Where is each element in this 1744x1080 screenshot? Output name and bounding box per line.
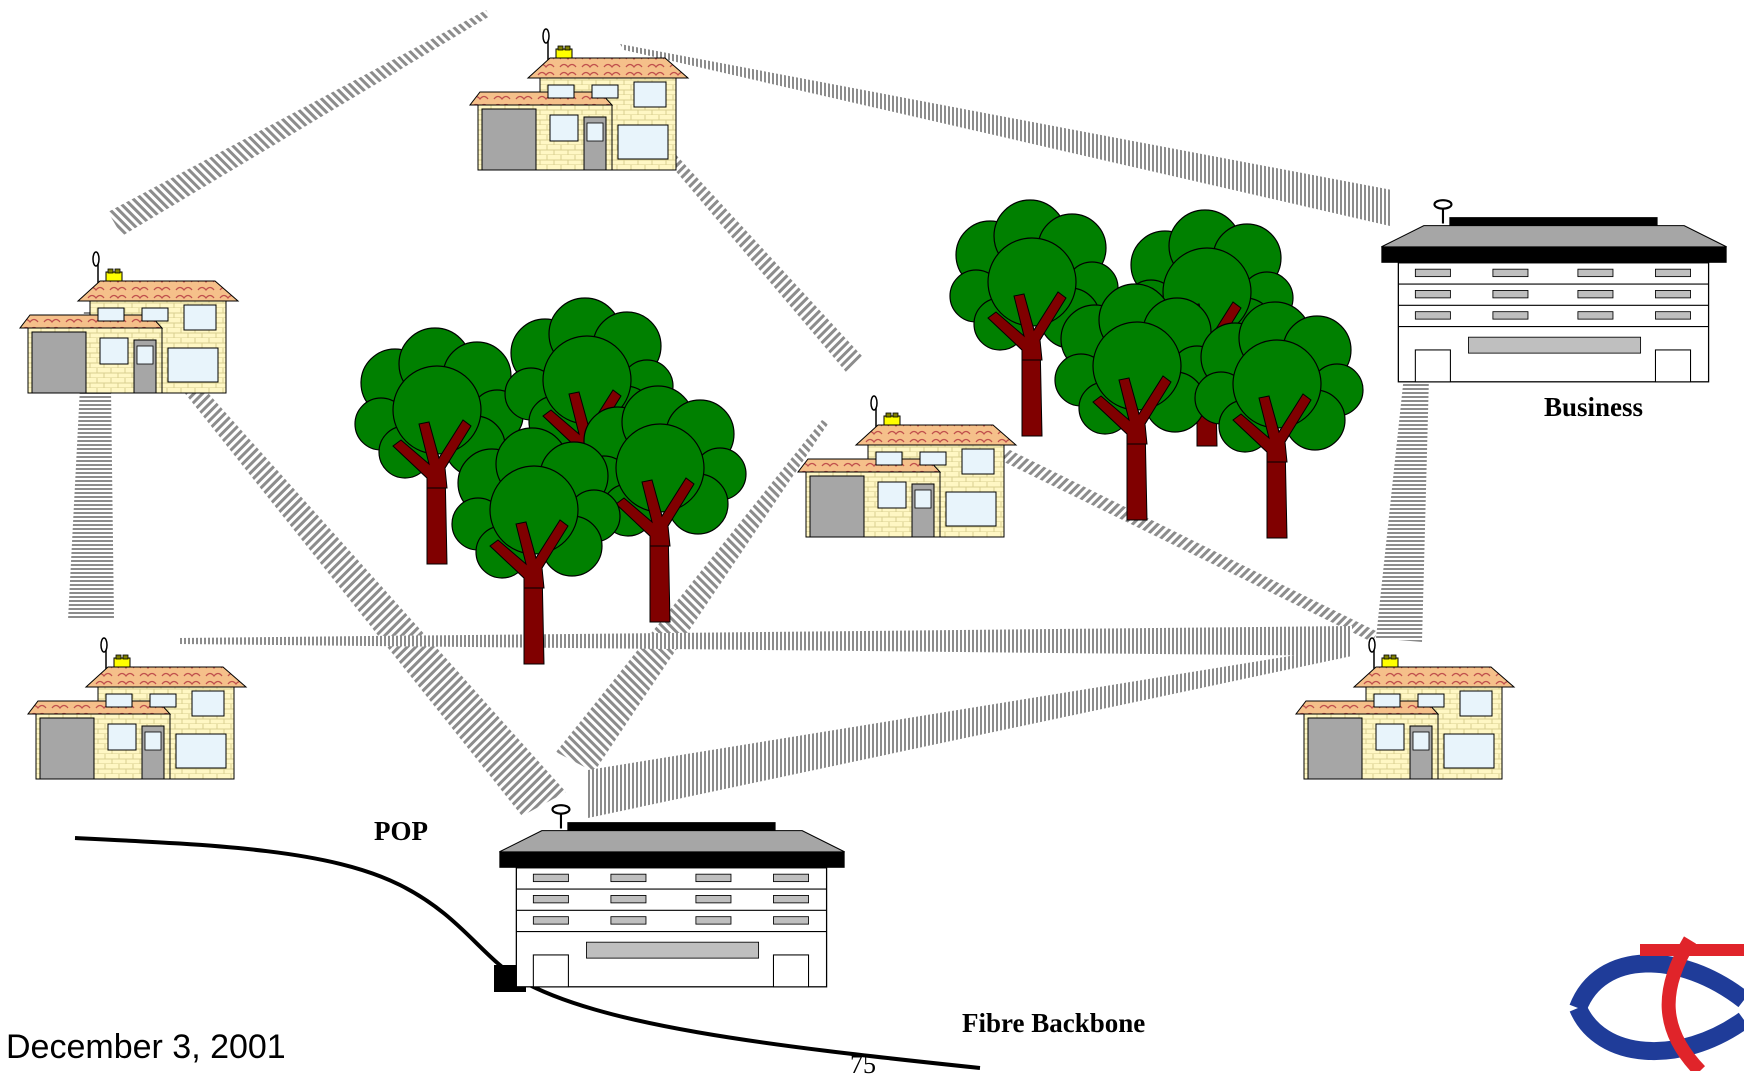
- fibre-backbone-cable: [74, 836, 981, 1070]
- link-house-top-to-house-left: [108, 10, 490, 236]
- fibre-backbone-label: Fibre Backbone: [962, 1008, 1146, 1038]
- wireless-links: [68, 10, 1430, 818]
- tree-icon: [451, 427, 621, 665]
- business-label: Business: [1544, 392, 1644, 422]
- date-footer: December 3, 2001: [6, 1028, 286, 1066]
- company-logo-icon: [1569, 936, 1744, 1071]
- link-house-top-to-business: [620, 44, 1392, 226]
- page-number: 75: [850, 1050, 876, 1079]
- house-icon: [797, 395, 1017, 538]
- link-house-left-to-pop: [120, 306, 566, 816]
- pop-building-icon: [498, 804, 846, 988]
- business-building-icon: [1380, 199, 1728, 383]
- house-icon: [27, 637, 247, 780]
- tree-cluster-right: [949, 199, 1364, 539]
- house-icon: [19, 251, 239, 394]
- tree-icon: [1194, 301, 1364, 539]
- link-pop-to-house-right: [588, 646, 1352, 818]
- link-house-center-to-pop: [556, 420, 828, 772]
- pop-label: POP: [374, 816, 428, 846]
- house-icon: [469, 28, 689, 171]
- link-house-right-to-business: [1376, 338, 1430, 642]
- link-house-bottom-left-to-house-right: [178, 626, 1352, 656]
- link-house-center-to-house-right: [1000, 450, 1378, 642]
